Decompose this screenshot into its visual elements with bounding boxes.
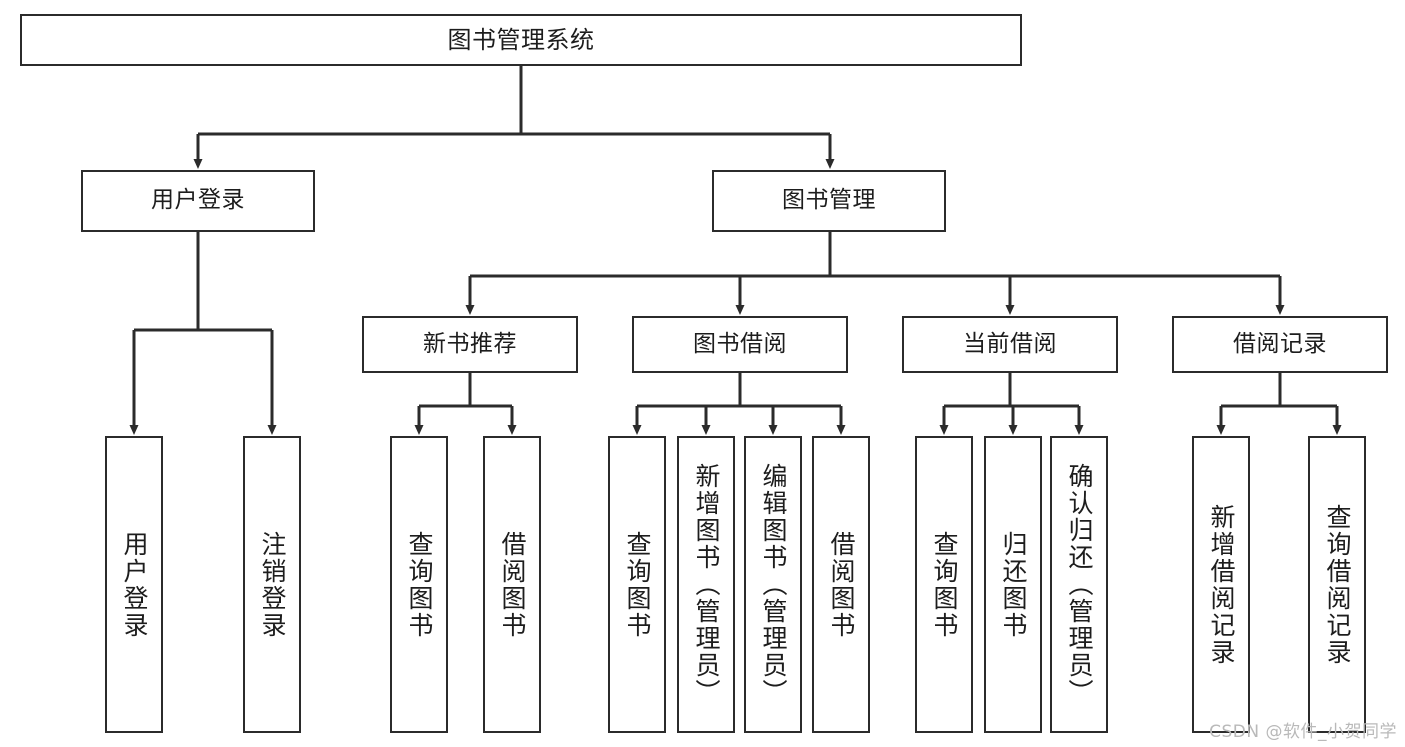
leaf-user-login[interactable]: 用户登录 xyxy=(105,436,163,733)
node-new-book-recommend-label: 新书推荐 xyxy=(423,330,517,357)
leaf-borrow-book[interactable]: 借阅图书 xyxy=(812,436,870,733)
node-current-borrow[interactable]: 当前借阅 xyxy=(902,316,1118,373)
leaf-query-book-recommend[interactable]: 查询图书 xyxy=(390,436,448,733)
node-current-borrow-label: 当前借阅 xyxy=(963,330,1057,357)
node-borrow-record-label: 借阅记录 xyxy=(1233,330,1327,357)
node-book-manage-label: 图书管理 xyxy=(782,187,876,214)
leaf-borrow-book-recommend[interactable]: 借阅图书 xyxy=(483,436,541,733)
leaf-query-book-borrow-label: 查询图书 xyxy=(623,530,652,639)
leaf-edit-book-admin[interactable]: 编辑图书（管理员） xyxy=(744,436,802,733)
leaf-logout-label: 注销登录 xyxy=(258,530,287,639)
leaf-query-borrow-record-label: 查询借阅记录 xyxy=(1323,503,1352,666)
leaf-return-book-label: 归还图书 xyxy=(999,530,1028,639)
leaf-add-book-admin[interactable]: 新增图书（管理员） xyxy=(677,436,735,733)
leaf-query-book-borrow[interactable]: 查询图书 xyxy=(608,436,666,733)
leaf-add-borrow-record-label: 新增借阅记录 xyxy=(1207,503,1236,666)
leaf-confirm-return-admin[interactable]: 确认归还（管理员） xyxy=(1050,436,1108,733)
leaf-query-book-current[interactable]: 查询图书 xyxy=(915,436,973,733)
leaf-user-login-label: 用户登录 xyxy=(120,530,149,639)
leaf-query-book-recommend-label: 查询图书 xyxy=(405,530,434,639)
leaf-return-book[interactable]: 归还图书 xyxy=(984,436,1042,733)
leaf-query-borrow-record[interactable]: 查询借阅记录 xyxy=(1308,436,1366,733)
leaf-borrow-book-recommend-label: 借阅图书 xyxy=(498,530,527,639)
node-root-label: 图书管理系统 xyxy=(447,25,595,54)
node-borrow-record[interactable]: 借阅记录 xyxy=(1172,316,1388,373)
leaf-borrow-book-label: 借阅图书 xyxy=(827,530,856,639)
leaf-confirm-return-admin-label: 确认归还（管理员） xyxy=(1065,463,1094,706)
leaf-logout[interactable]: 注销登录 xyxy=(243,436,301,733)
node-new-book-recommend[interactable]: 新书推荐 xyxy=(362,316,578,373)
leaf-query-book-current-label: 查询图书 xyxy=(930,530,959,639)
node-book-manage[interactable]: 图书管理 xyxy=(712,170,946,232)
leaf-add-borrow-record[interactable]: 新增借阅记录 xyxy=(1192,436,1250,733)
node-book-borrow[interactable]: 图书借阅 xyxy=(632,316,848,373)
leaf-edit-book-admin-label: 编辑图书（管理员） xyxy=(759,463,788,706)
node-root[interactable]: 图书管理系统 xyxy=(20,14,1022,66)
leaf-add-book-admin-label: 新增图书（管理员） xyxy=(692,463,721,706)
node-book-borrow-label: 图书借阅 xyxy=(693,330,787,357)
node-user-login-label: 用户登录 xyxy=(151,187,245,214)
node-user-login[interactable]: 用户登录 xyxy=(81,170,315,232)
